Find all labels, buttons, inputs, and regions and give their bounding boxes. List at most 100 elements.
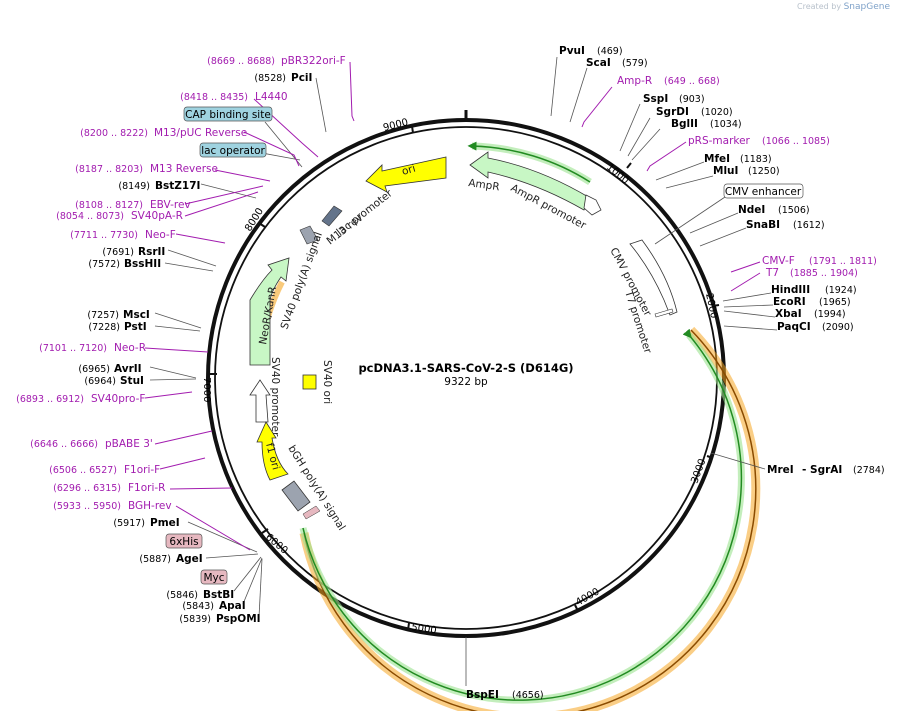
enzyme-snabi-pos: (1612) — [793, 220, 825, 231]
primer-ebv-rev-range: (8108 .. 8127) — [75, 200, 143, 211]
plasmid-length: 9322 bp — [444, 376, 488, 388]
primer-cmv-f-range: (1791 .. 1811) — [809, 256, 877, 267]
primer-t7-range: (1885 .. 1904) — [790, 268, 858, 279]
enzyme-ndei[interactable]: NdeI — [738, 204, 765, 216]
enzyme-bsshii[interactable]: BssHII — [124, 258, 161, 270]
bgh-polya-block — [281, 480, 311, 512]
primer-f1ori-f[interactable]: F1ori-F — [124, 464, 160, 476]
lac-operator-block — [321, 205, 343, 227]
primer-cmv-f[interactable]: CMV-F — [762, 255, 795, 267]
enzyme-pcii-pos: (8528) — [254, 73, 286, 84]
tick-2000 — [712, 304, 720, 307]
enzyme-ecori[interactable]: EcoRI — [773, 296, 806, 308]
enzyme-pvui[interactable]: PvuI — [559, 45, 585, 57]
enzyme-snabi[interactable]: SnaBI — [746, 219, 780, 231]
box-6xhis[interactable]: 6xHis — [165, 533, 203, 549]
tick-label-1000: 1000 — [604, 162, 631, 187]
enzyme-pspomi-pos: (5839) — [179, 614, 211, 625]
primer-sv40pa-r[interactable]: SV40pA-R — [131, 210, 183, 222]
enzyme-apai[interactable]: ApaI — [219, 600, 246, 612]
primer-f1ori-r[interactable]: F1ori-R — [128, 482, 165, 494]
tick-5000 — [407, 622, 410, 631]
enzyme-sgrai[interactable]: - SgrAI — [802, 464, 842, 476]
enzyme-sgrdi-pos: (1020) — [701, 107, 733, 118]
primer-ebv-rev[interactable]: EBV-rev — [150, 199, 191, 211]
t7-promoter-arrow — [654, 308, 674, 318]
primer-sv40pro-f[interactable]: SV40pro-F — [91, 393, 145, 405]
primer-sv40pa-r-range: (8054 .. 8073) — [56, 211, 124, 222]
enzyme-apai-pos: (5843) — [182, 601, 214, 612]
enzyme-rsrii-pos: (7691) — [102, 247, 134, 258]
primer-bgh-rev[interactable]: BGH-rev — [128, 500, 172, 512]
enzyme-sspi-pos: (903) — [679, 94, 705, 105]
box-lac-operator-label: lac operator — [201, 145, 265, 157]
sv40-polya-block — [299, 225, 319, 245]
primer-m13-puc-reverse[interactable]: M13/pUC Reverse — [154, 127, 247, 139]
box-cmv-enhancer-label: CMV enhancer — [725, 186, 802, 198]
features: AmpR AmpR promoter ori lac promoter M13 … — [249, 151, 678, 533]
box-myc[interactable]: Myc — [200, 569, 228, 585]
enzyme-bstbi[interactable]: BstBI — [203, 589, 234, 601]
enzyme-bstz17i[interactable]: BstZ17I — [155, 180, 200, 192]
primer-pbabe-3[interactable]: pBABE 3' — [105, 438, 153, 450]
tick-label-2000: 2000 — [703, 292, 719, 319]
enzyme-msci-pos: (7257) — [87, 310, 119, 321]
primer-t7[interactable]: T7 — [765, 267, 779, 279]
snapgene-brand: SnapGene — [843, 2, 890, 12]
enzyme-bglii[interactable]: BglII — [671, 118, 698, 130]
tick-3000 — [706, 455, 714, 459]
enzyme-hindiii[interactable]: HindIII — [771, 284, 810, 296]
enzyme-agei[interactable]: AgeI — [176, 553, 203, 565]
plasmid-name: pcDNA3.1-SARS-CoV-2-S (D614G) — [358, 361, 573, 375]
enzyme-mlui-pos: (1250) — [748, 166, 780, 177]
enzyme-pspomi[interactable]: PspOMI — [216, 613, 261, 625]
tick-8000 — [258, 222, 266, 228]
ori-label: ori — [401, 163, 417, 178]
enzyme-ndei-pos: (1506) — [778, 205, 810, 216]
primer-neo-f-range: (7711 .. 7730) — [70, 230, 138, 241]
primer-f1ori-r-range: (6296 .. 6315) — [53, 483, 121, 494]
primer-pbr322ori-f[interactable]: pBR322ori-F — [281, 55, 346, 67]
box-cmv-enhancer[interactable]: CMV enhancer — [723, 183, 804, 199]
primer-amp-r[interactable]: Amp-R — [617, 75, 652, 87]
tick-1000 — [626, 162, 632, 169]
enzyme-avrii-pos: (6965) — [78, 364, 110, 375]
enzyme-pcii[interactable]: PciI — [291, 72, 312, 84]
primer-f1ori-f-range: (6506 .. 6527) — [49, 465, 117, 476]
spike-cds-green-line — [302, 328, 743, 701]
primer-m13-reverse[interactable]: M13 Reverse — [150, 163, 218, 175]
sv40-promoter-label: SV40 promoter — [269, 357, 281, 437]
enzyme-rsrii[interactable]: RsrII — [138, 246, 165, 258]
enzyme-xbai-pos: (1994) — [814, 309, 846, 320]
enzyme-mfei[interactable]: MfeI — [704, 153, 730, 165]
enzyme-scai[interactable]: ScaI — [586, 57, 611, 69]
sv40-ori-label: SV40 ori — [321, 360, 333, 404]
primer-prs-marker-range: (1066 .. 1085) — [762, 136, 830, 147]
enzyme-mrei[interactable]: MreI — [767, 464, 794, 476]
primer-prs-marker[interactable]: pRS-marker — [688, 135, 751, 147]
enzyme-paqci[interactable]: PaqCI — [777, 321, 811, 333]
ampr-outer-line — [467, 141, 591, 183]
enzyme-mlui[interactable]: MluI — [713, 165, 738, 177]
box-lac-operator[interactable]: lac operator — [199, 142, 267, 158]
box-6xhis-label: 6xHis — [169, 536, 198, 548]
enzyme-xbai[interactable]: XbaI — [775, 308, 802, 320]
primer-neo-f[interactable]: Neo-F — [145, 229, 176, 241]
enzyme-pmei[interactable]: PmeI — [150, 517, 180, 529]
box-cap-binding-site[interactable]: CAP binding site — [183, 106, 273, 122]
enzyme-sgrdi[interactable]: SgrDI — [656, 106, 689, 118]
primer-m13-puc-reverse-range: (8200 .. 8222) — [80, 128, 148, 139]
primer-l4440[interactable]: L4440 — [255, 91, 288, 103]
enzyme-psti[interactable]: PstI — [124, 321, 147, 333]
enzyme-avrii[interactable]: AvrII — [114, 363, 142, 375]
credit-text: Created by — [797, 2, 842, 11]
enzyme-sspi[interactable]: SspI — [643, 93, 668, 105]
ampr-label: AmpR — [468, 177, 501, 193]
spike-cds-orange-line — [303, 329, 757, 711]
enzyme-msci[interactable]: MscI — [123, 309, 150, 321]
primer-sv40pro-f-range: (6893 .. 6912) — [16, 394, 84, 405]
enzyme-stui[interactable]: StuI — [120, 375, 144, 387]
primer-neo-r[interactable]: Neo-R — [114, 342, 146, 354]
enzyme-bspei[interactable]: BspEI — [466, 689, 499, 701]
enzyme-stui-pos: (6964) — [84, 376, 116, 387]
